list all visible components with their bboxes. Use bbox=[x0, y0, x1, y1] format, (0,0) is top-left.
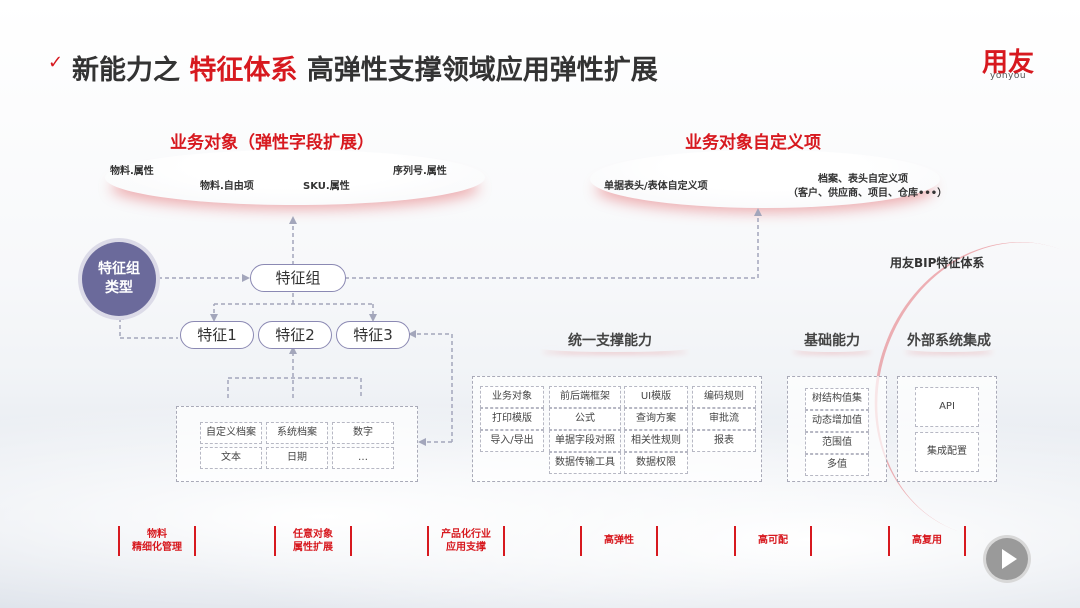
unified-item: 单据字段对照 bbox=[549, 430, 621, 452]
data-types-box bbox=[176, 406, 418, 482]
highlight-elastic: 高弹性 bbox=[580, 526, 658, 556]
feature-group-type-circle: 特征组 类型 bbox=[82, 242, 156, 316]
label-material-free: 物料.自由项 bbox=[200, 181, 254, 192]
unified-support-title: 统一支撑能力 bbox=[568, 333, 652, 349]
unified-item: 报表 bbox=[692, 430, 756, 452]
bip-feature-label: 用友BIP特征体系 bbox=[890, 256, 985, 270]
circle-line2: 类型 bbox=[105, 280, 133, 296]
feature-2-pill: 特征2 bbox=[258, 321, 332, 349]
feature-3-pill: 特征3 bbox=[336, 321, 410, 349]
page-title: 新能力之 特征体系 高弹性支撑领域应用弹性扩展 bbox=[72, 48, 658, 87]
external-integration-underline bbox=[902, 344, 996, 352]
basic-item: 多值 bbox=[805, 454, 869, 476]
data-type-cell: 自定义档案 bbox=[200, 422, 262, 444]
unified-item: 数据权限 bbox=[624, 452, 688, 474]
unified-item: 打印模版 bbox=[480, 408, 544, 430]
highlight-line1: 高弹性 bbox=[604, 535, 634, 546]
external-item-api: API bbox=[915, 387, 979, 427]
right-section-title: 业务对象自定义项 bbox=[685, 133, 821, 153]
highlight-line2: 应用支撑 bbox=[446, 542, 486, 553]
highlight-line1: 产品化行业 bbox=[441, 529, 491, 540]
right-section-band bbox=[590, 150, 940, 208]
label-archive-custom: 档案、表头自定义项 bbox=[818, 174, 908, 185]
basic-item: 范围值 bbox=[805, 432, 869, 454]
highlight-line1: 高可配 bbox=[758, 535, 788, 546]
external-item-integration: 集成配置 bbox=[915, 432, 979, 472]
feature-group-pill: 特征组 bbox=[250, 264, 346, 292]
highlight-line1: 物料 bbox=[147, 529, 167, 540]
unified-item: 公式 bbox=[549, 408, 621, 430]
data-type-cell: 文本 bbox=[200, 447, 262, 469]
unified-item: 审批流 bbox=[692, 408, 756, 430]
external-integration-title: 外部系统集成 bbox=[907, 333, 991, 349]
left-section-band bbox=[105, 150, 485, 205]
left-section-title: 业务对象（弹性字段扩展） bbox=[170, 133, 374, 153]
title-suffix: 高弹性支撑领域应用弹性扩展 bbox=[306, 55, 658, 86]
basic-ability-title: 基础能力 bbox=[804, 333, 860, 349]
label-sku-attr: SKU.属性 bbox=[303, 181, 350, 192]
highlight-line1: 任意对象 bbox=[293, 529, 333, 540]
check-icon: ✓ bbox=[48, 52, 64, 73]
label-material-attr: 物料.属性 bbox=[110, 166, 154, 177]
data-type-cell: … bbox=[332, 447, 394, 469]
unified-item: 数据传输工具 bbox=[549, 452, 621, 474]
label-doc-custom: 单据表头/表体自定义项 bbox=[604, 181, 708, 192]
unified-item: 业务对象 bbox=[480, 386, 544, 408]
yonyou-logo-text: yonyou bbox=[990, 71, 1027, 81]
basic-item: 树结构值集 bbox=[805, 388, 869, 410]
highlight-configurable: 高可配 bbox=[734, 526, 812, 556]
basic-item: 动态增加值 bbox=[805, 410, 869, 432]
unified-item: 前后端框架 bbox=[549, 386, 621, 408]
data-type-cell: 日期 bbox=[266, 447, 328, 469]
title-highlight: 特征体系 bbox=[189, 55, 298, 86]
unified-item: 查询方案 bbox=[624, 408, 688, 430]
highlight-line1: 高复用 bbox=[912, 535, 942, 546]
play-button-icon[interactable] bbox=[986, 538, 1028, 580]
data-type-cell: 系统档案 bbox=[266, 422, 328, 444]
unified-support-underline bbox=[540, 344, 690, 352]
basic-ability-underline bbox=[790, 344, 874, 352]
highlight-line2: 精细化管理 bbox=[132, 542, 182, 553]
unified-item: 编码规则 bbox=[692, 386, 756, 408]
feature-1-pill: 特征1 bbox=[180, 321, 254, 349]
circle-line1: 特征组 bbox=[98, 261, 140, 277]
title-prefix: 新能力之 bbox=[72, 55, 180, 86]
label-serial-attr: 序列号.属性 bbox=[393, 166, 447, 177]
highlight-material: 物料 精细化管理 bbox=[118, 526, 196, 556]
data-type-cell: 数字 bbox=[332, 422, 394, 444]
unified-item: 导入/导出 bbox=[480, 430, 544, 452]
highlight-any-object: 任意对象 属性扩展 bbox=[274, 526, 352, 556]
label-archive-examples: （客户、供应商、项目、仓库•••） bbox=[788, 188, 948, 199]
unified-item: 相关性规则 bbox=[624, 430, 688, 452]
highlight-reusable: 高复用 bbox=[888, 526, 966, 556]
highlight-industry: 产品化行业 应用支撑 bbox=[427, 526, 505, 556]
unified-item: UI模版 bbox=[624, 386, 688, 408]
yonyou-logo: 用友 bbox=[982, 48, 1035, 78]
highlight-line2: 属性扩展 bbox=[293, 542, 333, 553]
